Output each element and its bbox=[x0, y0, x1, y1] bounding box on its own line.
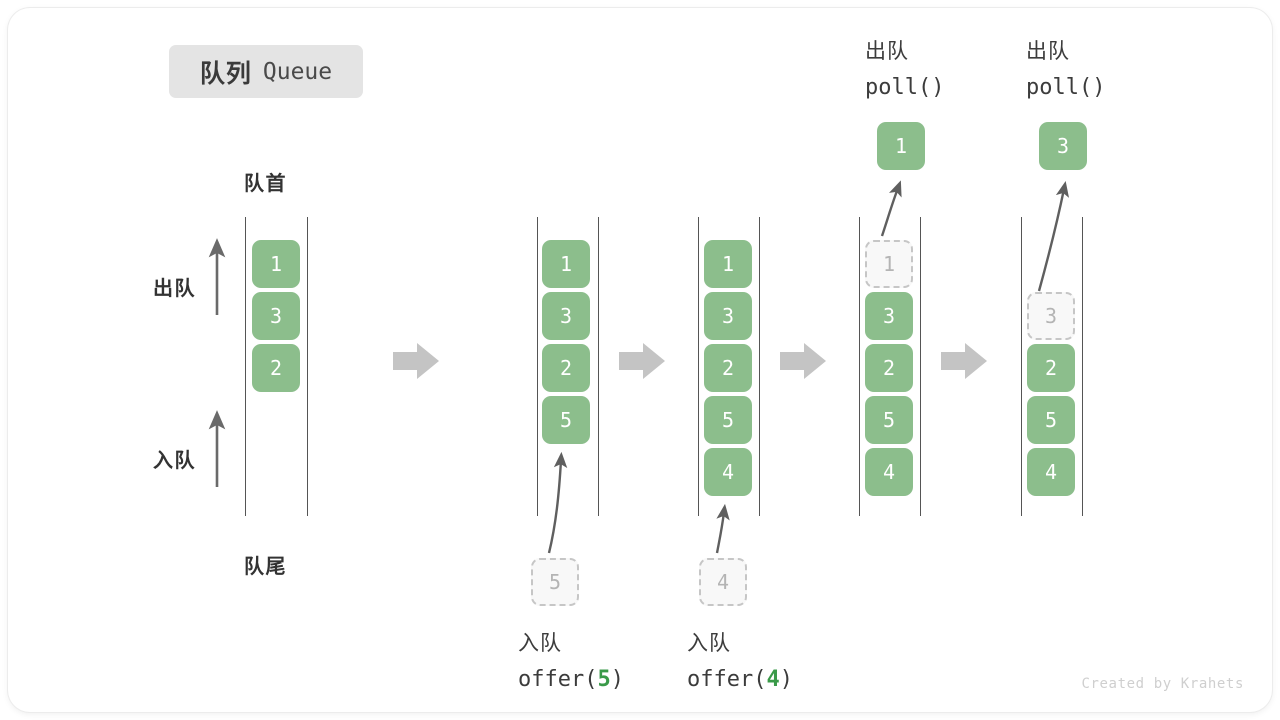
queue-cell: 5 bbox=[1027, 396, 1075, 444]
caption-offer-4-suffix: ) bbox=[779, 667, 793, 692]
caption-poll-3: 出队 poll() bbox=[1026, 34, 1105, 106]
caption-poll-3-code: poll() bbox=[1026, 75, 1106, 100]
queue-cell: 2 bbox=[542, 344, 590, 392]
queue-cell-removed: 1 bbox=[865, 240, 913, 288]
queue-rail-left-step-3 bbox=[698, 217, 699, 516]
caption-offer-5-code: offer(5) bbox=[518, 662, 624, 698]
queue-rail-left-step-2 bbox=[537, 217, 538, 516]
caption-poll-1-cn: 出队 bbox=[865, 40, 909, 63]
caption-poll-1: 出队 poll() bbox=[865, 34, 944, 106]
label-queue-front: 队首 bbox=[244, 173, 287, 195]
label-queue-rear: 队尾 bbox=[244, 556, 287, 578]
diagram-title-cn: 队列 bbox=[199, 59, 252, 88]
queue-cell: 4 bbox=[1027, 448, 1075, 496]
step-arrow-icon-3 bbox=[780, 343, 826, 379]
caption-offer-5-value: 5 bbox=[597, 667, 611, 692]
queue-cell: 5 bbox=[542, 396, 590, 444]
queue-cell: 1 bbox=[252, 240, 300, 288]
label-dequeue-direction: 出队 bbox=[153, 278, 196, 300]
incoming-element-ghost: 4 bbox=[699, 558, 747, 606]
watermark: Created by Krahets bbox=[1081, 676, 1244, 692]
step-arrow-icon-2 bbox=[619, 343, 665, 379]
caption-offer-4-prefix: offer( bbox=[687, 667, 767, 692]
queue-cell: 4 bbox=[865, 448, 913, 496]
caption-offer-5-prefix: offer( bbox=[518, 667, 598, 692]
diagram-card: 队列 Queue 队首 出队 入队 队尾 1 3 2 1 3 2 5 5 入队 … bbox=[8, 8, 1272, 712]
queue-cell: 3 bbox=[542, 292, 590, 340]
queue-rail-right-step-2 bbox=[598, 217, 599, 516]
queue-rail-left-step-5 bbox=[1021, 217, 1022, 516]
diagram-title-en: Queue bbox=[262, 58, 333, 85]
caption-offer-5: 入队 offer(5) bbox=[518, 626, 624, 698]
label-enqueue-direction: 入队 bbox=[153, 450, 196, 472]
queue-cell: 5 bbox=[704, 396, 752, 444]
queue-cell: 1 bbox=[704, 240, 752, 288]
queue-rail-right-step-1 bbox=[307, 217, 308, 516]
flow-arrow-poll-3 bbox=[1037, 181, 1070, 292]
flow-arrow-offer-4 bbox=[715, 503, 730, 554]
queue-cell: 3 bbox=[704, 292, 752, 340]
incoming-element-ghost: 5 bbox=[531, 558, 579, 606]
queue-cell: 3 bbox=[252, 292, 300, 340]
caption-offer-4-cn: 入队 bbox=[687, 632, 731, 655]
flow-arrow-offer-5 bbox=[547, 451, 568, 554]
step-arrow-icon-4 bbox=[941, 343, 987, 379]
caption-poll-3-cn: 出队 bbox=[1026, 40, 1070, 63]
polled-element: 3 bbox=[1039, 122, 1087, 170]
caption-offer-5-cn: 入队 bbox=[518, 632, 562, 655]
caption-offer-5-suffix: ) bbox=[610, 667, 624, 692]
queue-cell: 2 bbox=[865, 344, 913, 392]
diagram-title-badge: 队列 Queue bbox=[169, 45, 363, 98]
queue-cell: 4 bbox=[704, 448, 752, 496]
step-arrow-icon-1 bbox=[393, 343, 439, 379]
queue-cell-removed: 3 bbox=[1027, 292, 1075, 340]
queue-cell: 2 bbox=[704, 344, 752, 392]
caption-offer-4: 入队 offer(4) bbox=[687, 626, 793, 698]
queue-cell: 2 bbox=[1027, 344, 1075, 392]
flow-arrow-poll-1 bbox=[880, 180, 902, 237]
queue-cell: 5 bbox=[865, 396, 913, 444]
polled-element: 1 bbox=[877, 122, 925, 170]
queue-rail-left-step-1 bbox=[245, 217, 246, 516]
caption-poll-1-code: poll() bbox=[865, 75, 945, 100]
caption-offer-4-code: offer(4) bbox=[687, 662, 793, 698]
queue-cell: 1 bbox=[542, 240, 590, 288]
queue-rail-right-step-4 bbox=[920, 217, 921, 516]
queue-rail-left-step-4 bbox=[859, 217, 860, 516]
queue-cell: 3 bbox=[865, 292, 913, 340]
queue-rail-right-step-3 bbox=[759, 217, 760, 516]
queue-cell: 2 bbox=[252, 344, 300, 392]
caption-offer-4-value: 4 bbox=[766, 667, 780, 692]
queue-rail-right-step-5 bbox=[1082, 217, 1083, 516]
